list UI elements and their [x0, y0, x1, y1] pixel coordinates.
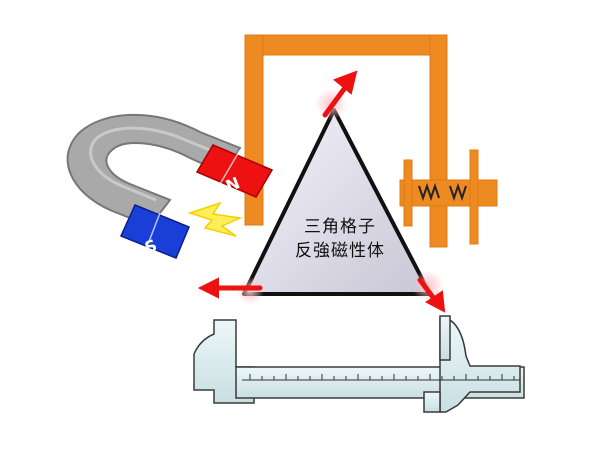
- horseshoe-magnet-icon: [66, 114, 274, 259]
- spin-arrow-icon: [197, 70, 446, 313]
- lightning-bolt-icon: [187, 201, 243, 237]
- vertex-glow-left: [236, 277, 264, 305]
- spring-icon: [418, 182, 467, 202]
- lattice-label-line1: 三角格子: [304, 217, 376, 237]
- north-pole: [195, 144, 274, 198]
- south-pole: [119, 204, 190, 259]
- lattice-label-line2: 反強磁性体: [295, 241, 385, 261]
- north-pole-label: N: [223, 173, 243, 196]
- caliper-icon: [193, 315, 525, 413]
- triangle-lattice: [242, 108, 432, 296]
- caliper-scale: [242, 374, 520, 381]
